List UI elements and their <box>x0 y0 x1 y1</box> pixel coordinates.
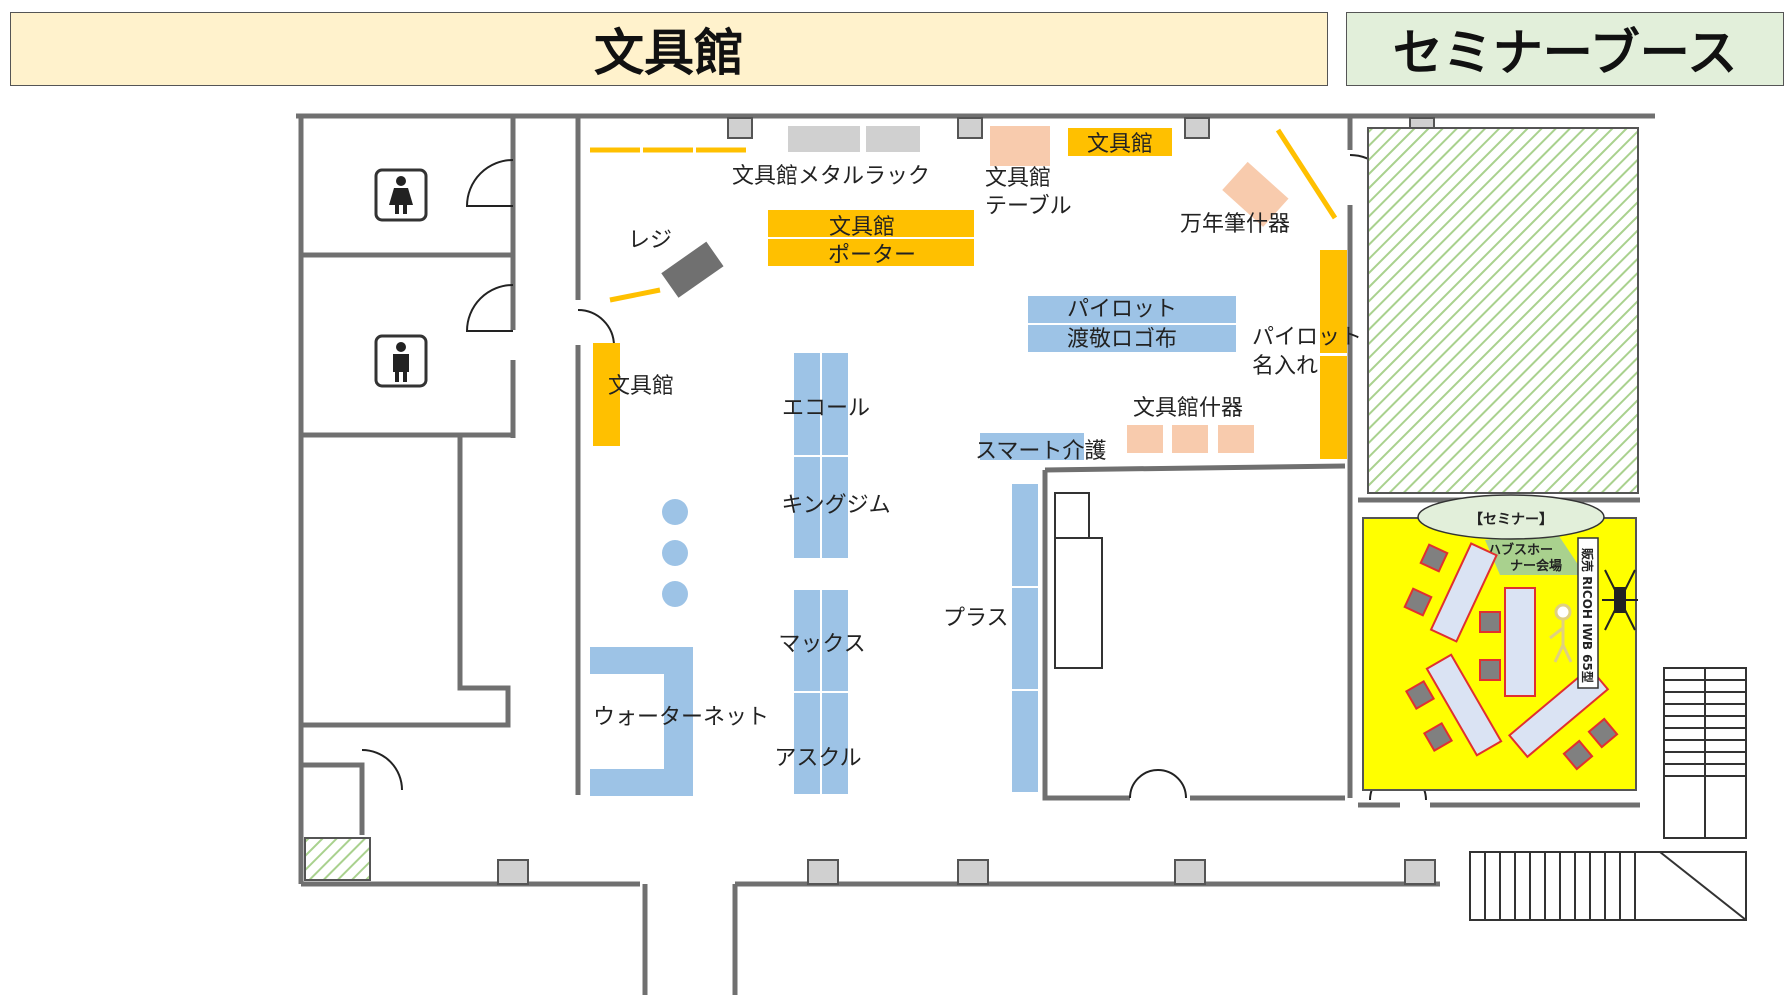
iwb-label: 販売 RICOH IWB 65型 <box>1580 548 1595 683</box>
pilot-label-1: パイロット <box>1067 297 1177 322</box>
seminar-title-label: 【セミナー】 <box>1469 512 1553 528</box>
presenter-icon <box>1549 603 1573 663</box>
seminar-title-bubble <box>1417 494 1605 540</box>
plus-label: プラス <box>943 606 1009 631</box>
central-shelves <box>792 351 850 796</box>
pilot-name-label-2: 名入れ <box>1252 354 1318 379</box>
pilot-booth-1 <box>1028 296 1236 323</box>
register-label: レジ <box>628 228 672 253</box>
female-restroom-icon <box>374 168 428 222</box>
register-strip <box>609 287 661 303</box>
stairs-upper <box>1663 667 1747 839</box>
waternet-shelves <box>590 647 693 796</box>
metal-rack-1 <box>788 126 860 152</box>
fountain-pen-label: 万年筆什器 <box>1180 212 1290 237</box>
iwb-board <box>1577 537 1599 689</box>
pilot-name-booth-2 <box>1320 356 1347 459</box>
metal-rack-label: 文具館メタルラック <box>732 164 930 189</box>
pilot-booth-2 <box>1028 325 1236 352</box>
header-bunguukan: 文具館 <box>10 12 1328 86</box>
seminar-venue-shape <box>1485 530 1585 575</box>
seminar-venue-label-2: ナー会場 <box>1510 558 1562 574</box>
room-counter <box>1054 537 1103 669</box>
iwb-stand-icon <box>1602 569 1638 631</box>
porter-label-2: ポーター <box>828 243 916 268</box>
header-seminar-booth: セミナーブース <box>1346 12 1784 86</box>
table-booth <box>990 126 1050 166</box>
porter-booth-2 <box>768 239 974 266</box>
room-counter-top <box>1054 492 1090 539</box>
pilot-label-2: 渡敬ロゴ布 <box>1067 327 1177 352</box>
fixture-label: 文具館什器 <box>1133 396 1243 421</box>
askul-label: アスクル <box>774 746 861 771</box>
kingjim-label: キングジム <box>781 493 890 518</box>
pilot-name-label-1: パイロット <box>1252 325 1362 350</box>
table-label-1: 文具館 <box>985 166 1051 191</box>
smart-care-booth <box>980 433 1084 460</box>
seminar-venue-label-1: ハブスホー <box>1488 542 1553 558</box>
max-label: マックス <box>778 632 865 657</box>
left-bunguukan-label: 文具館 <box>608 374 674 399</box>
walls <box>296 113 1655 995</box>
plus-shelves <box>1010 482 1040 794</box>
round-tables <box>662 499 688 607</box>
smart-care-label: スマート介護 <box>975 439 1106 464</box>
fixture-booths <box>1127 425 1254 453</box>
male-restroom-icon <box>374 334 428 388</box>
metal-rack-2 <box>866 126 920 152</box>
seminar-chairs <box>1403 543 1619 771</box>
top-bunguukan-booth <box>1068 128 1172 156</box>
storage-hatch <box>304 837 371 881</box>
fountain-pen-fixture <box>1222 161 1289 227</box>
pilot-name-booth-1 <box>1320 250 1347 353</box>
ecole-label: エコール <box>782 396 870 421</box>
seminar-back-area <box>1367 127 1639 494</box>
table-label-2: テーブル <box>985 194 1072 219</box>
left-bunguukan-booth <box>593 343 620 446</box>
porter-label-1: 文具館 <box>829 215 895 240</box>
waternet-label: ウォーターネット <box>593 705 769 730</box>
stairs-lower <box>1469 851 1747 921</box>
diagonal-orange-strip <box>1275 128 1338 220</box>
seminar-desks <box>1425 542 1610 759</box>
top-bunguukan-label: 文具館 <box>1087 132 1153 157</box>
porter-booth-1 <box>768 210 974 237</box>
register-counter <box>661 241 724 298</box>
